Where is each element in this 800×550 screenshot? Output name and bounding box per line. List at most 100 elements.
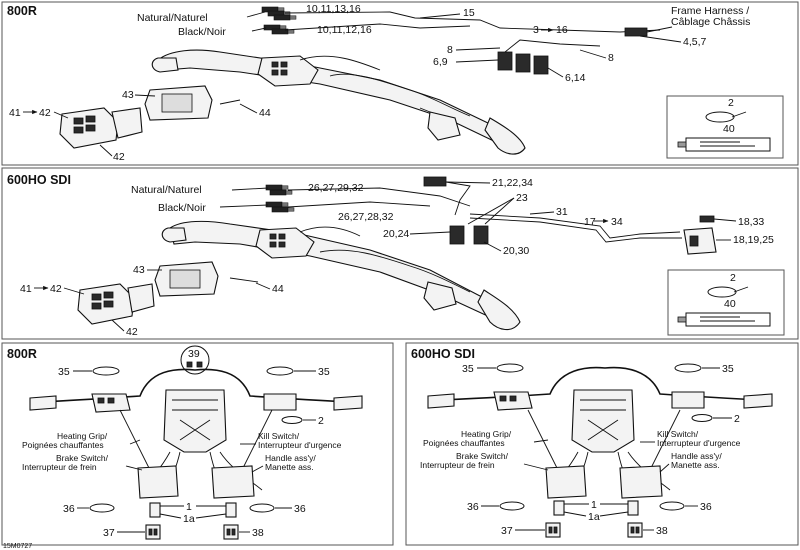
label-ref-b: 26,27,28,32 — [338, 211, 394, 223]
label-36a: 36 — [63, 503, 75, 515]
heating-grip-label: Heating Grip/ — [461, 429, 512, 439]
label-23: 23 — [516, 192, 528, 204]
label-16: 16 — [556, 24, 568, 36]
label-1a: 1a — [588, 511, 600, 523]
label-35b: 35 — [318, 366, 330, 378]
handlebar-diagram — [151, 49, 526, 155]
heating-grip-label: Heating Grip/ — [57, 431, 108, 441]
label-34: 34 — [611, 216, 623, 228]
inset-label-40: 40 — [723, 123, 735, 135]
label-36b: 36 — [700, 501, 712, 513]
label-44: 44 — [259, 107, 271, 119]
label-21: 21,22,34 — [492, 177, 533, 189]
connector-38 — [627, 522, 643, 538]
panel-800r-bottom: 800R 39 35 35 2 Heating Grip/ Poignées — [1, 342, 394, 546]
kill-switch-label-fr: Interrupteur d'urgence — [258, 440, 342, 450]
panel-title: 800R — [7, 4, 37, 18]
label-39: 39 — [188, 348, 200, 360]
label-17: 17 — [584, 216, 596, 228]
kill-switch-label-fr: Interrupteur d'urgence — [657, 438, 741, 448]
cable-tie-icon — [691, 414, 713, 422]
label-42b: 42 — [113, 151, 125, 163]
frame-harness-label: Frame Harness / — [671, 5, 749, 17]
brake-switch-label: Brake Switch/ — [456, 451, 509, 461]
brake-switch-label-fr: Interrupteur de frein — [22, 462, 97, 472]
heating-grip-label-fr: Poignées chauffantes — [423, 438, 505, 448]
label-3: 3 — [533, 24, 539, 36]
label-natural: Natural/Naturel — [131, 184, 202, 196]
relay-blocks — [497, 39, 601, 75]
panel-title: 800R — [7, 347, 37, 361]
label-2: 2 — [734, 413, 740, 425]
handle-assy-label: Handle ass'y/ — [671, 451, 722, 461]
label-38: 38 — [252, 527, 264, 539]
label-15: 15 — [463, 7, 475, 19]
switch-housing — [77, 261, 259, 325]
label-black: Black/Noir — [178, 26, 226, 38]
panel-600ho-bottom: 600HO SDI 35 35 2 Heating Grip/ Poignées… — [405, 342, 799, 546]
label-2: 2 — [318, 415, 324, 427]
grease-tube-icon — [685, 312, 771, 327]
label-35b: 35 — [722, 363, 734, 375]
frame-connector — [624, 27, 648, 37]
label-37: 37 — [103, 527, 115, 539]
label-8b: 8 — [608, 52, 614, 64]
connector-37 — [145, 524, 161, 540]
cable-tie-icon — [92, 366, 120, 376]
connector-181925 — [683, 227, 717, 255]
inset-label-2: 2 — [730, 272, 736, 284]
label-8a: 8 — [447, 44, 453, 56]
kill-switch-label: Kill Switch/ — [657, 429, 699, 439]
switch-housing — [59, 85, 241, 149]
brake-switch-label: Brake Switch/ — [56, 453, 109, 463]
label-614: 6,14 — [565, 72, 586, 84]
cable-tie-icon — [674, 363, 702, 373]
inset-label-40: 40 — [724, 298, 736, 310]
handle-assy-label-fr: Manette ass. — [671, 460, 720, 470]
label-42a: 42 — [39, 107, 51, 119]
handle-assy-label: Handle ass'y/ — [265, 453, 316, 463]
connector-1a-right — [225, 502, 237, 518]
panel-title: 600HO SDI — [7, 173, 71, 187]
label-41: 41 — [9, 107, 21, 119]
label-1a: 1a — [183, 513, 195, 525]
cable-tie-icon — [659, 501, 685, 511]
label-42b: 42 — [126, 326, 138, 338]
label-ref-a: 26,27,29,32 — [308, 182, 364, 194]
cable-tie-icon — [705, 111, 735, 123]
label-35a: 35 — [462, 363, 474, 375]
cable-tie-icon — [266, 366, 294, 376]
handlebar-diagram — [161, 220, 521, 331]
label-43: 43 — [122, 89, 134, 101]
connector-1a-left — [149, 502, 161, 518]
connector-1a-left — [553, 500, 565, 516]
label-natural: Natural/Naturel — [137, 12, 208, 24]
label-44: 44 — [272, 283, 284, 295]
panel-800r-top: 800R Natural/Naturel Black/Noir 10,11,13… — [1, 1, 799, 166]
panel-600ho-mid: 600HO SDI Natural/Naturel Black/Noir 26,… — [1, 167, 799, 340]
label-69: 6,9 — [433, 56, 448, 68]
inset-label-2: 2 — [728, 97, 734, 109]
label-36a: 36 — [467, 501, 479, 513]
connector-1a-right — [627, 500, 639, 516]
label-black: Black/Noir — [158, 202, 206, 214]
inset-box: 2 40 — [667, 269, 785, 336]
label-ref-b: 10,11,12,16 — [317, 24, 372, 36]
cable-tie-icon — [281, 416, 303, 424]
relay-blocks — [449, 225, 489, 245]
label-38: 38 — [656, 525, 668, 537]
label-41: 41 — [20, 283, 32, 295]
label-37: 37 — [501, 525, 513, 537]
panel-title: 600HO SDI — [411, 347, 475, 361]
cable-tie-icon — [707, 286, 737, 298]
cable-tie-icon — [249, 503, 275, 513]
label-457: 4,5,7 — [683, 36, 707, 48]
heating-grip-label-fr: Poignées chauffantes — [22, 440, 104, 450]
label-2030: 20,30 — [503, 245, 529, 257]
inset-box: 2 40 — [666, 95, 784, 159]
connector-37 — [545, 522, 561, 538]
label-1: 1 — [186, 501, 192, 513]
label-ref-a: 10,11,13,16 — [306, 3, 361, 15]
connector-1833 — [699, 215, 715, 223]
